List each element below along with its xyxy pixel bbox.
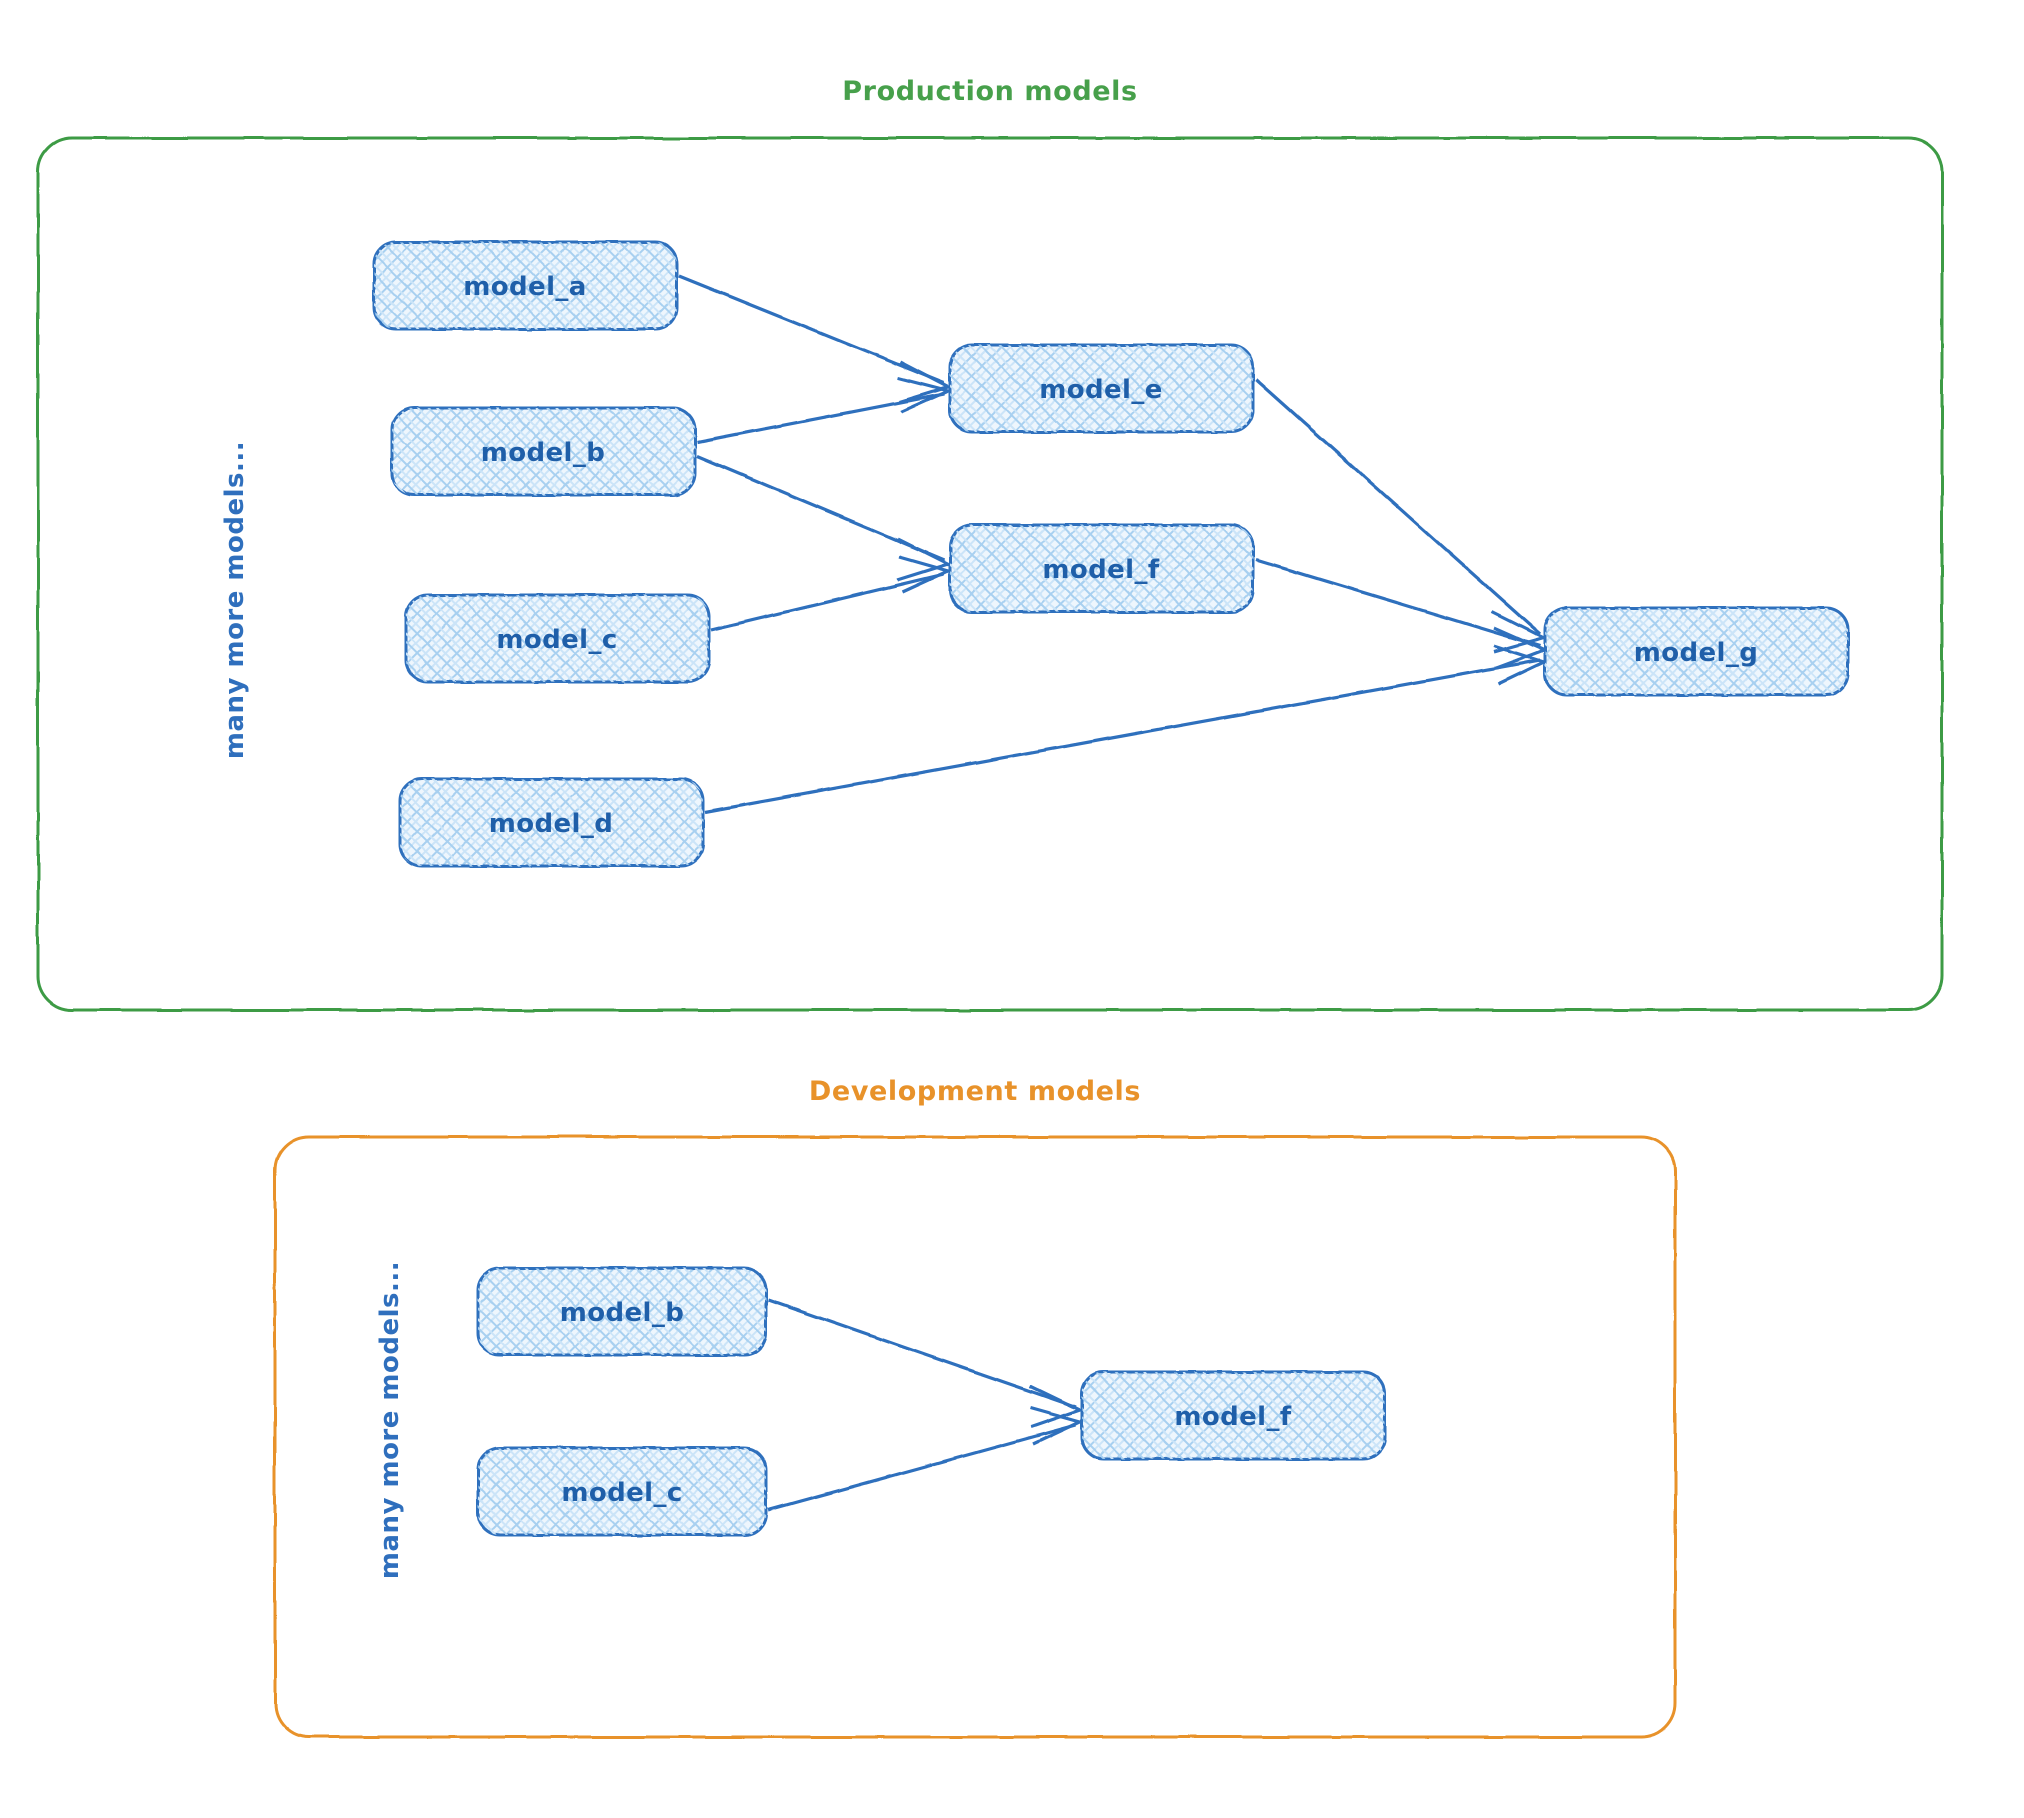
- edge-dev_model_b-dev_model_f: [767, 1298, 1085, 1429]
- production-side-label: many more models...: [220, 441, 250, 759]
- development-edges: [767, 1298, 1085, 1512]
- node-label: model_a: [463, 272, 586, 302]
- node-model_c[interactable]: model_c: [404, 593, 711, 684]
- node-label: model_b: [560, 1298, 685, 1328]
- node-label: model_e: [1039, 375, 1163, 405]
- node-label: model_f: [1042, 555, 1160, 585]
- edge-model_a-model_e: [678, 274, 953, 404]
- node-label: model_f: [1174, 1402, 1292, 1432]
- development-title: Development models: [809, 1076, 1141, 1107]
- edge-model_f-model_g: [1255, 558, 1549, 670]
- node-label: model_d: [489, 809, 614, 839]
- development-container: [273, 1135, 1677, 1739]
- production-title: Production models: [842, 76, 1137, 107]
- production-container: [36, 136, 1944, 1012]
- node-model_b[interactable]: model_b: [390, 406, 697, 497]
- node-dev-model_b[interactable]: model_b: [476, 1266, 768, 1357]
- node-model_f[interactable]: model_f: [948, 523, 1255, 614]
- edge-model_d-model_g: [704, 644, 1549, 814]
- node-label: model_b: [481, 438, 606, 468]
- node-label: model_c: [496, 625, 617, 655]
- node-label: model_c: [561, 1478, 682, 1508]
- development-side-label: many more models...: [375, 1261, 405, 1579]
- node-model_g[interactable]: model_g: [1543, 606, 1850, 697]
- edge-dev_model_c-dev_model_f: [767, 1406, 1085, 1512]
- node-label: model_g: [1634, 638, 1759, 668]
- node-model_e[interactable]: model_e: [948, 343, 1255, 434]
- node-dev-model_c[interactable]: model_c: [476, 1446, 768, 1537]
- node-model_d[interactable]: model_d: [398, 777, 705, 868]
- group-development: Development models many more models...: [273, 1076, 1677, 1739]
- edge-model_e-model_g: [1254, 378, 1549, 654]
- node-dev-model_f[interactable]: model_f: [1080, 1370, 1387, 1461]
- node-model_a[interactable]: model_a: [372, 240, 679, 331]
- edge-model_b-model_f: [696, 454, 953, 582]
- group-production: Production models many more models...: [36, 76, 1944, 1012]
- edge-model_b-model_e: [696, 376, 953, 444]
- production-edges: [678, 274, 1549, 814]
- edge-model_c-model_f: [710, 555, 953, 632]
